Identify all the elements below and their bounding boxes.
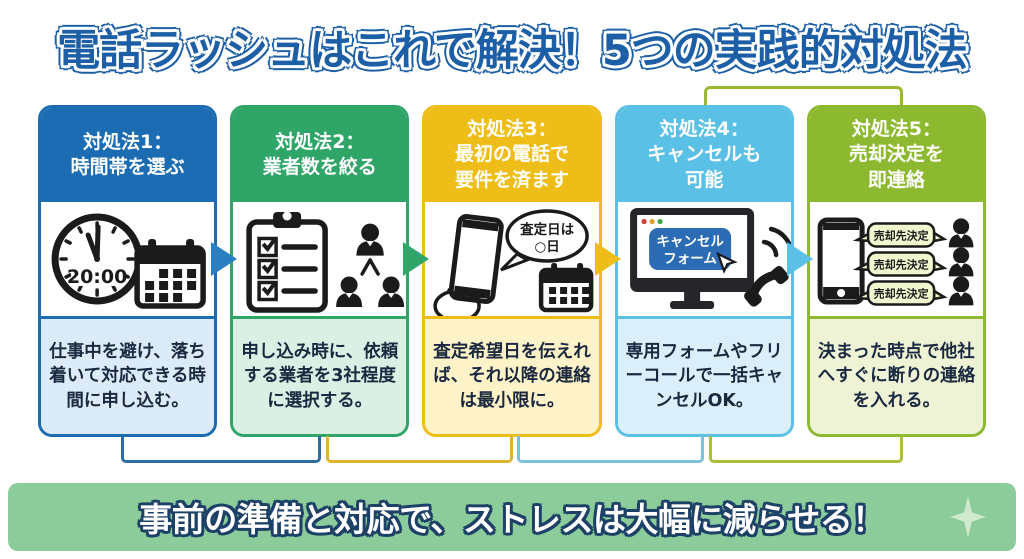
smartphone-icon: [817, 217, 865, 305]
bubble-label: 売却先決定: [873, 258, 928, 272]
cancel-form-button: キャンセル フォーム: [648, 228, 731, 270]
connector-step2-step3: [326, 436, 513, 463]
step-1-illustration: 20:00: [41, 202, 215, 316]
step-5-header-line: 即連絡: [867, 168, 925, 191]
connector-step4-step5: [709, 436, 903, 463]
step-4-header: 対処法4： キャンセルも 可能: [617, 108, 791, 202]
sparkle-icon: [950, 496, 986, 538]
step-1-header-line: 時間帯を選ぶ: [70, 156, 185, 178]
clock-time-label: 20:00: [67, 266, 127, 288]
cancel-button-line: フォーム: [663, 251, 717, 267]
footer-message: 事前の準備と対応で、ストレスは大幅に減らせる！: [139, 500, 885, 539]
people-icon: [336, 223, 405, 307]
step-5-header: 対処法5： 売却決定を 即連絡: [809, 108, 984, 202]
monitor-icon: キャンセル フォーム: [629, 208, 754, 309]
step-2-header-line: 業者数を絞る: [262, 156, 377, 178]
people-icon: [948, 218, 974, 306]
bubble-label: 売却先決定: [873, 229, 928, 243]
steps-row: 対処法1： 時間帯を選ぶ: [38, 105, 987, 437]
speech-bubble-icon: 査定日は ○日: [500, 209, 590, 272]
cancel-button-line: キャンセル: [656, 234, 724, 250]
step-2-illustration: [233, 202, 407, 316]
step-4-header-line: 可能: [685, 168, 724, 191]
clock-icon: 20:00: [51, 213, 143, 305]
connector-step3-step4: [517, 436, 704, 463]
step-1-header: 対処法1： 時間帯を選ぶ: [41, 108, 215, 202]
phone-call-icon: [743, 226, 791, 307]
hand-smartphone-icon: [433, 214, 505, 316]
checklist-icon: [246, 211, 329, 313]
step-3-illustration: 査定日は ○日: [425, 202, 599, 316]
step-card-4: 対処法4： キャンセルも 可能 キ: [614, 105, 794, 437]
footer-banner: 事前の準備と対応で、ストレスは大幅に減らせる！: [8, 483, 1016, 551]
bubble-label: 売却先決定: [873, 287, 928, 301]
step-5-illustration: 売却先決定 売却先決定 売却先決定: [809, 202, 984, 316]
calendar-icon: [134, 239, 206, 309]
step-card-2: 対処法2： 業者数を絞る: [230, 105, 410, 437]
step-2-header-line: 対処法2：: [275, 130, 365, 153]
bubble-line: ○日: [535, 239, 560, 255]
page-title: 電話ラッシュはこれで解決！5つの実践的対処法: [57, 26, 968, 76]
step-4-header-line: 対処法4：: [659, 118, 749, 141]
bubble-line: 査定日は: [521, 221, 575, 238]
step-5-description: 決まった時点で他社へすぐに断りの連絡を入れる。: [809, 316, 984, 434]
step-card-3: 対処法3： 最初の電話で 要件を済ます: [422, 105, 602, 437]
step-4-description: 専用フォームやフリーコールで一括キャンセルOK。: [617, 316, 791, 434]
connector-step1-step2: [121, 436, 321, 463]
step-2-header: 対処法2： 業者数を絞る: [233, 108, 407, 202]
cursor-icon: [715, 251, 738, 274]
step-card-5: 対処法5： 売却決定を 即連絡 売却先決定: [806, 105, 987, 437]
step-1-description: 仕事中を避け、落ち着いて対応できる時間に申し込む。: [41, 316, 215, 434]
step-4-header-line: キャンセルも: [647, 143, 762, 166]
step-3-header-line: 対処法3：: [467, 118, 557, 141]
step-5-header-line: 対処法5：: [851, 118, 942, 141]
connector-bracket-step4-step5: [704, 86, 903, 111]
step-3-header-line: 最初の電話で: [455, 143, 570, 166]
speech-bubbles-icon: 売却先決定 売却先決定 売却先決定: [852, 222, 948, 306]
step-3-header-line: 要件を済ます: [455, 168, 570, 191]
step-2-description: 申し込み時に、依頼する業者を3社程度に選択する。: [233, 316, 407, 434]
step-3-description: 査定希望日を伝えれば、それ以降の連絡は最小限に。: [425, 316, 599, 434]
step-5-header-line: 売却決定を: [848, 143, 944, 166]
step-4-illustration: キャンセル フォーム: [617, 202, 791, 316]
calendar-icon: [539, 263, 594, 313]
step-3-header: 対処法3： 最初の電話で 要件を済ます: [425, 108, 599, 202]
step-card-1: 対処法1： 時間帯を選ぶ: [38, 105, 218, 437]
step-1-header-line: 対処法1：: [82, 130, 173, 153]
